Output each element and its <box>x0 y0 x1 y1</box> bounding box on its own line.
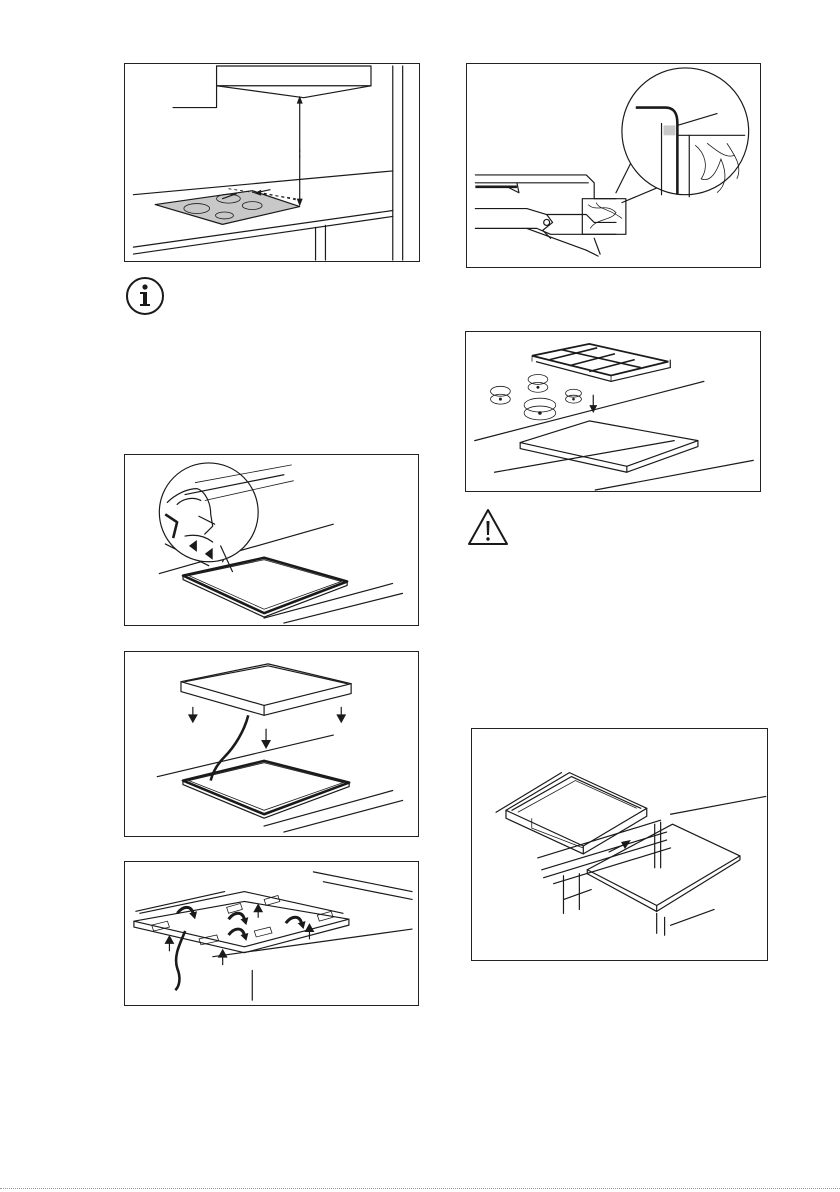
drawer-panel-illustration <box>472 729 767 960</box>
fixing-brackets-illustration <box>125 862 418 1005</box>
figure-hob-clearance <box>124 63 420 262</box>
hob-clearance-illustration <box>125 64 419 261</box>
figure-gas-connection <box>466 63 761 268</box>
gas-hob-placement-illustration <box>466 332 760 491</box>
figure-drawer-panel <box>471 728 768 961</box>
hob-lowering-illustration <box>125 652 418 836</box>
seal-application-illustration <box>125 455 418 625</box>
warning-icon <box>466 507 510 547</box>
figure-brackets <box>124 861 419 1006</box>
page-bottom-divider <box>0 1188 840 1189</box>
figure-gas-hob-placement <box>465 331 761 492</box>
gas-connection-detail-illustration <box>467 64 760 267</box>
figure-hob-lowering <box>124 651 419 837</box>
figure-seal-application <box>124 454 419 626</box>
info-icon <box>125 276 165 316</box>
